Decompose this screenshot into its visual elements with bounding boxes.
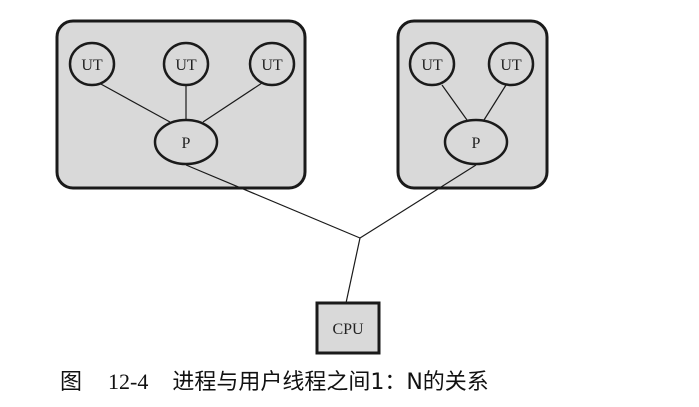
cpu-label: CPU (332, 321, 364, 338)
user-thread-label: UT (81, 57, 103, 74)
edge-junction-cpu (345, 237, 361, 304)
user-thread-label: UT (261, 57, 283, 74)
process-node: P (153, 118, 219, 166)
figure-word: 图 (60, 370, 83, 395)
edge-p2-junction (359, 164, 477, 239)
user-thread-node: UT (487, 41, 535, 87)
edge-p1-junction (185, 164, 361, 239)
cpu-node: CPU (315, 301, 381, 355)
user-thread-node: UT (248, 41, 296, 87)
process-node: P (443, 118, 509, 166)
user-thread-label: UT (500, 57, 522, 74)
user-thread-label: UT (421, 57, 443, 74)
process-label: P (472, 135, 481, 152)
edge-ut3-p1 (202, 82, 263, 123)
edge-ut5-p2 (483, 84, 507, 121)
figure-number: 12-4 (108, 369, 149, 394)
user-thread-label: UT (175, 57, 197, 74)
process-box-left (55, 19, 307, 190)
user-thread-node: UT (68, 41, 116, 87)
figure-caption: 图 12-4 进程与用户线程之间1：N的关系 (60, 368, 489, 396)
user-thread-node: UT (408, 41, 456, 87)
edge-ut4-p2 (441, 84, 468, 121)
process-label: P (182, 135, 191, 152)
diagram-canvas: UT UT UT UT UT P P CPU (55, 19, 549, 355)
figure-caption-text: 进程与用户线程之间1：N的关系 (172, 370, 489, 395)
edge-ut1-p1 (98, 82, 171, 123)
user-thread-node: UT (162, 41, 210, 87)
